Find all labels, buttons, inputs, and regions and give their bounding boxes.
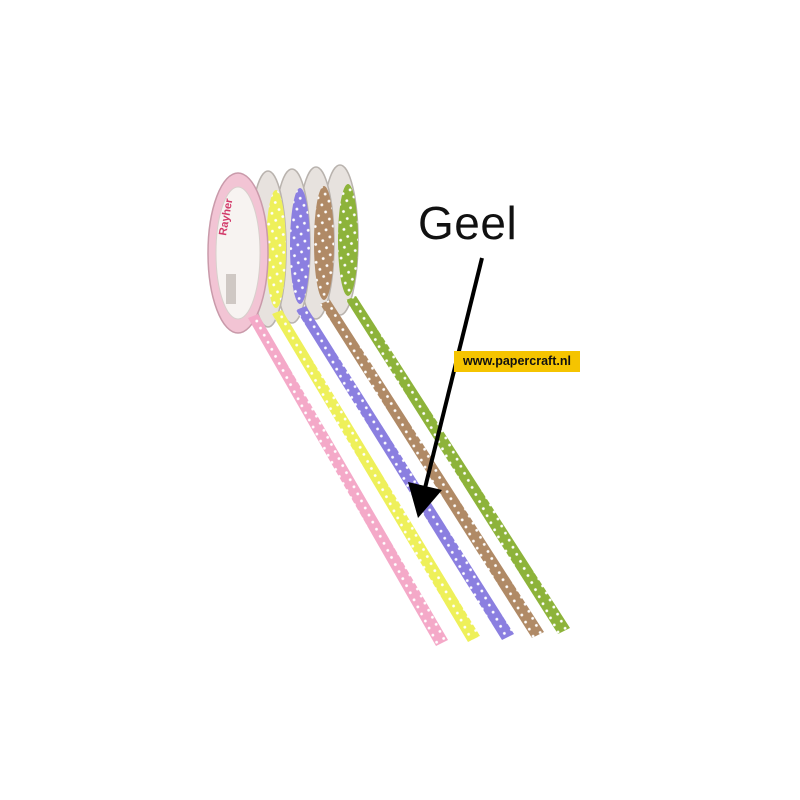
watermark-url: www.papercraft.nl bbox=[454, 351, 580, 372]
spool-ribbon-brown bbox=[314, 186, 334, 300]
ribbon-purple bbox=[296, 306, 514, 640]
spool-ribbon-purple bbox=[290, 188, 310, 304]
spool-barcode bbox=[226, 274, 236, 304]
callout-arrow bbox=[408, 257, 484, 518]
ribbon-pink bbox=[248, 314, 448, 646]
ribbon-yellow bbox=[272, 310, 480, 642]
spool-ribbon-yellow bbox=[266, 190, 286, 308]
callout-label: Geel bbox=[418, 197, 518, 249]
ribbon-green bbox=[346, 296, 570, 634]
ribbons bbox=[248, 296, 570, 646]
ribbon-brown bbox=[320, 300, 544, 638]
spool-stack: Rayher bbox=[207, 164, 359, 334]
spool-ribbon-green bbox=[338, 184, 358, 296]
